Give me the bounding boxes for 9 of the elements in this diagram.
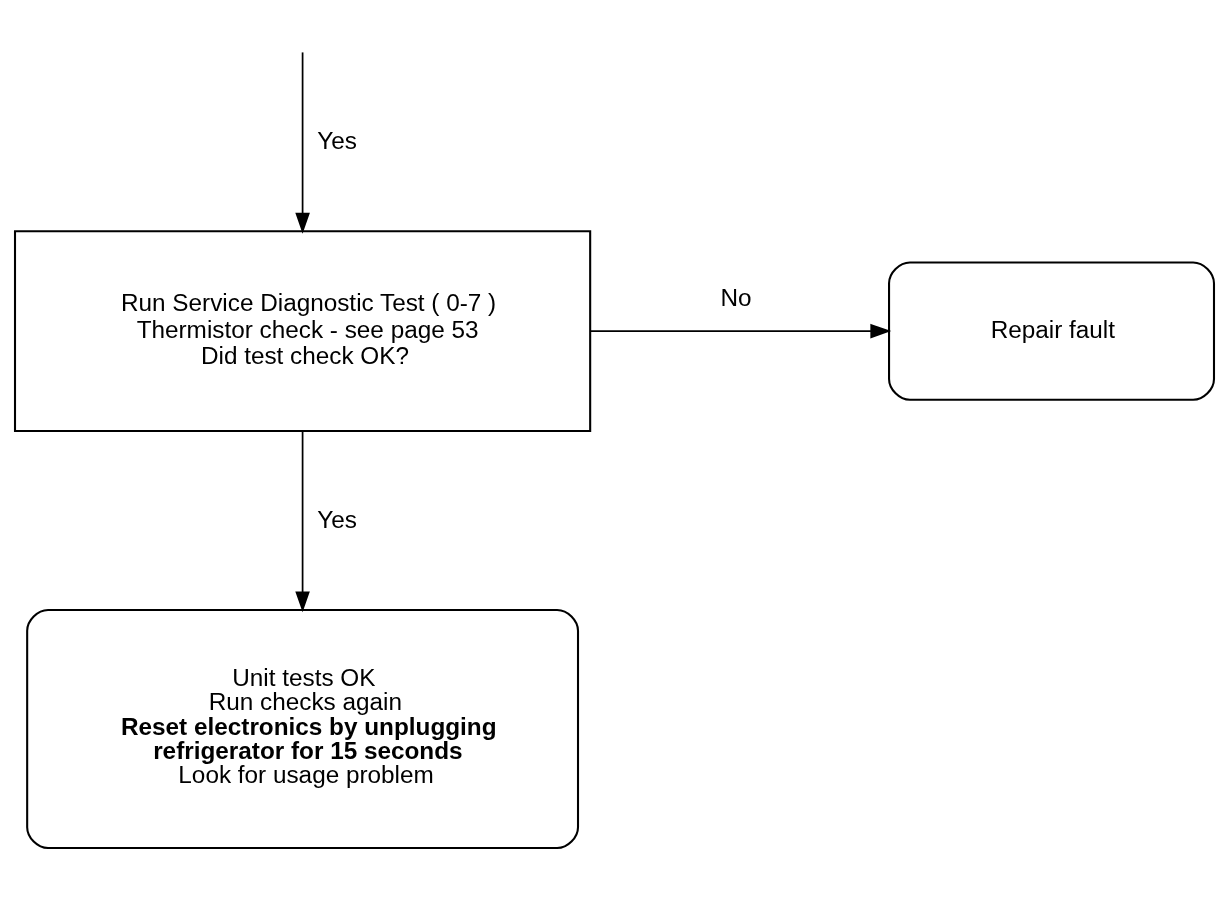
edge-label: Yes — [317, 126, 358, 154]
arrow — [589, 323, 892, 338]
node-box: Repair fault — [888, 260, 1216, 401]
arrow — [295, 51, 310, 234]
edge-label: Yes — [317, 505, 358, 533]
node-box: Unit tests OK Run checks again Reset electronics by unplugging refrigerator for 15 seconds Look for usage problem — [26, 608, 580, 849]
node-box: Run Service Diagnostic Test ( 0-7 ) Thermistor check - see page 53 Did test check OK? — [13, 229, 592, 432]
edge-label: No — [720, 283, 752, 311]
arrow — [295, 430, 310, 612]
